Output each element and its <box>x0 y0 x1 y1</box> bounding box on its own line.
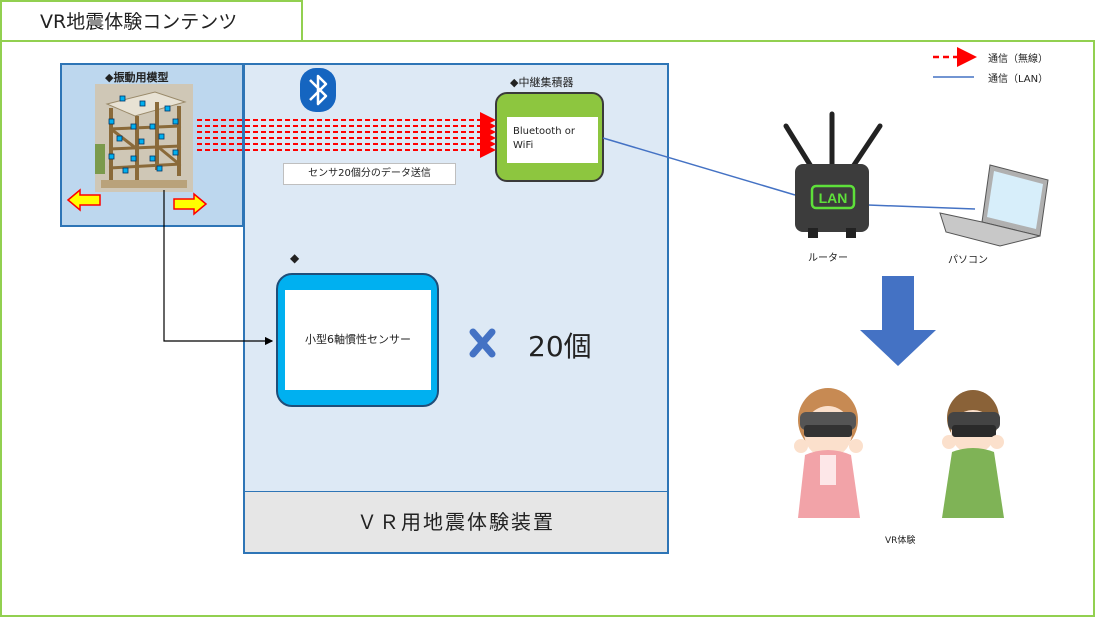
sensor-transmit-caption: センサ20個分のデータ送信 <box>283 163 456 185</box>
laptop-icon <box>939 164 1049 247</box>
sensor-count: 20個 <box>528 330 592 363</box>
sensor-label: 小型6軸慣性センサー <box>285 290 431 390</box>
vr-device-title: ＶＲ用地震体験装置 <box>243 492 669 554</box>
legend-lan-label: 通信（LAN） <box>988 74 1049 85</box>
relay-text: Bluetooth or WiFi <box>507 117 598 163</box>
router-badge: LAN <box>819 190 848 206</box>
arrow-left-icon <box>66 188 101 212</box>
page-title: VR地震体験コンテンツ <box>0 0 303 40</box>
content-frame <box>0 40 1095 617</box>
relay-label: ◆中継集積器 <box>510 76 574 89</box>
vr-experience-label: VR体験 <box>885 536 916 546</box>
vibration-model-label: ◆振動用模型 <box>105 71 169 84</box>
legend-wireless-label: 通信（無線） <box>988 54 1048 65</box>
bluetooth-icon <box>300 68 336 112</box>
lan-line-router-pc <box>867 204 976 210</box>
router-icon: LAN <box>783 111 883 238</box>
pc-label: パソコン <box>948 255 988 266</box>
arrow-right-icon <box>173 192 208 216</box>
sensor-marker: ◆ <box>290 251 300 265</box>
person-vr-icon <box>794 388 863 518</box>
sensor-wire <box>163 190 274 346</box>
person-vr-icon <box>942 390 1004 518</box>
wireless-transmission-arrows <box>197 112 496 158</box>
router-label: ルーター <box>808 253 848 264</box>
model-divider <box>242 65 244 227</box>
cross-icon <box>469 328 496 358</box>
vibration-model-image <box>95 84 193 192</box>
lan-line-relay-router <box>602 137 796 196</box>
arrow-down-icon <box>860 276 936 366</box>
